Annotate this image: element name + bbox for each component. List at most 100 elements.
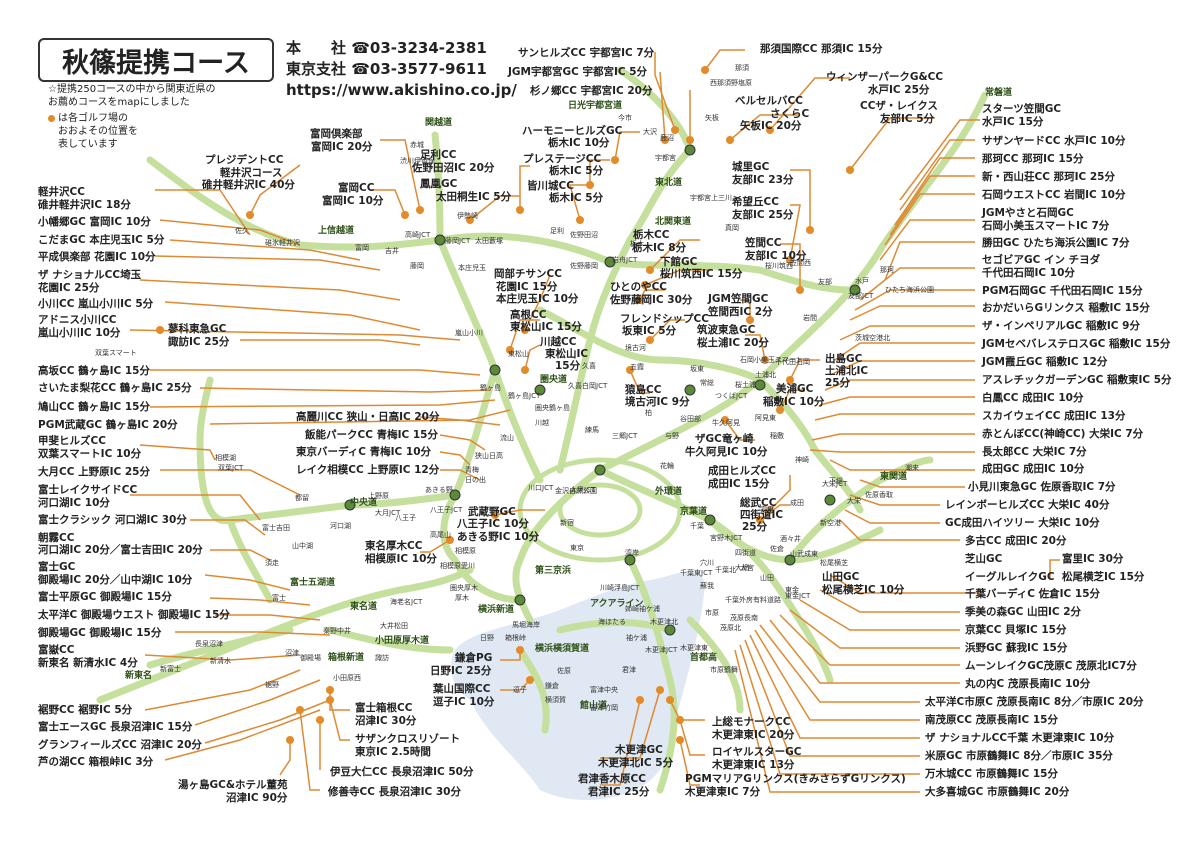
road-label: 横浜新道 (478, 603, 514, 615)
place-label: 牛久阿見 (712, 418, 740, 427)
place-label: 日の出 (465, 475, 486, 484)
place-label: 東金 (785, 585, 799, 594)
place-label: 新宿 (560, 518, 574, 527)
place-label: 相模原 (455, 546, 476, 555)
place-label: 富士 (272, 593, 286, 602)
tokyo-bay (450, 570, 705, 800)
place-label: 新空港 (820, 518, 841, 527)
place-label: 坂東 (690, 364, 704, 373)
place-label: 成田 (790, 498, 804, 507)
place-label: 厚木 (455, 593, 469, 602)
course-label: ひとのやCC (610, 281, 667, 293)
place-label: 伊勢崎 (457, 211, 478, 220)
road-label: 横浜横須賀道 (535, 642, 589, 654)
course-label: 佐野藤岡IC 30分 (609, 293, 693, 306)
road-label: 中央道 (350, 496, 377, 508)
course-label: 君津香木原CC (578, 772, 646, 785)
intro-note: ☆提携250コースの中から関東近県の お薦めコースをmapにしました (48, 83, 216, 109)
place-label: 金沢自然公園 (555, 486, 597, 495)
course-label: 美浦GC (776, 382, 814, 395)
place-label: 今市 (618, 113, 632, 122)
place-label: 潮来 (905, 463, 919, 472)
place-label: 宇都宮 (655, 153, 676, 162)
course-label: 鳩山CC 鶴ヶ島IC 15分 (38, 400, 150, 413)
course-label: 沼津IC 30分 (355, 714, 417, 727)
place-label: 佐久 (235, 226, 249, 235)
course-label: 高根CC (510, 308, 547, 321)
place-label: 矢板 (705, 113, 719, 122)
place-label: 栃木 (630, 239, 644, 248)
place-label: 境古河 (625, 343, 646, 352)
course-label: 長太郎CC 大栄IC 7分 (982, 445, 1087, 458)
course-label: 鎌倉PG (454, 651, 492, 664)
course-label: こだまGC 本庄児玉IC 5分 (38, 233, 165, 246)
course-label: 栃木CC (633, 228, 670, 241)
course-label: サンヒルズCC 宇都宮IC 7分 (518, 46, 655, 59)
course-label: 小幡郷GC 富岡IC 10分 (37, 215, 151, 228)
course-label: 裾野CC 裾野IC 5分 (38, 703, 133, 716)
place-label: 双葉スマート (95, 348, 137, 357)
course-label: 東名厚木CC (365, 539, 423, 552)
place-label: 久喜 (582, 361, 596, 370)
course-label: 米原GC 市原鶴舞IC 8分／市原IC 35分 (924, 749, 1113, 762)
place-label: 水戸 (855, 276, 869, 285)
place-label: 川越 (535, 418, 549, 427)
course-label: 白鳳CC 成田IC 10分 (982, 391, 1084, 404)
course-label: セゴビアGC イン チヨダ (982, 253, 1101, 266)
intro-line: お薦めコースをmapにしました (48, 97, 190, 108)
course-label: 猿島CC (624, 383, 662, 396)
hq-phone: ☎03-3234-2381 (351, 39, 487, 57)
course-label: 牛久阿見IC 10分 (685, 445, 768, 458)
place-label: 赤城 (410, 141, 424, 149)
place-label: 大井松田 (380, 621, 408, 630)
place-label: 秦野中井 (323, 626, 351, 635)
course-label: 木更津東IC 13分 (711, 758, 795, 771)
course-label: JGMやさと石岡GC (981, 207, 1074, 219)
course-label: 大多喜城GC 市原鶴舞IC 20分 (925, 785, 1070, 798)
course-label: 友部IC 5分 (879, 112, 935, 125)
place-label: 佐野田沼 (570, 230, 598, 239)
course-label: 日野IC 25分 (430, 664, 492, 677)
course-label: 高麗川CC 狭山・日高IC 20分 (296, 410, 440, 423)
course-label: 丸の内C 茂原長南IC 10分 (964, 677, 1091, 690)
course-label: 15分 (555, 359, 581, 372)
course-label: JGMセベバレステロスGC 稲敷IC 15分 (981, 337, 1171, 350)
place-label: 木更津東 (680, 643, 708, 652)
course-label: さいたま梨花CC 鶴ヶ島IC 25分 (38, 381, 192, 394)
course-label: プレステージCC (523, 152, 601, 165)
course-label: 花園IC 15分 (496, 280, 558, 293)
course-label: ザGC竜ヶ崎 (695, 432, 754, 445)
course-label: 東松山IC 15分 (510, 320, 582, 333)
place-label: 藤岡JCT (445, 236, 471, 245)
place-label: 箱根峠 (505, 633, 526, 642)
dot-legend-line: おおよその位置を (58, 126, 138, 137)
place-label: 三郷JCT (612, 431, 638, 440)
course-label: 千代田石岡IC 10分 (982, 266, 1075, 279)
course-label: 小見川東急GC 佐原香取IC 7分 (967, 480, 1116, 493)
road-label: 東北道 (655, 176, 682, 188)
road-label: 富士五湖道 (290, 576, 335, 588)
course-label: 25分 (825, 376, 851, 389)
course-label: 希望丘CC (731, 195, 779, 208)
course-label: PGMマリアGリンクス(きみさらずGリンクス) (685, 772, 906, 785)
course-label: 富岡CC (338, 181, 375, 194)
course-label: 坂東IC 5分 (622, 324, 677, 337)
place-label: 双葉JCT (218, 463, 244, 472)
road-label: 日光宇都宮道 (568, 99, 622, 111)
place-label: 松尾横芝 (820, 558, 848, 567)
course-label: 富岡倶楽部 (310, 127, 363, 140)
course-label: 那珂CC 那珂IC 15分 (982, 152, 1084, 165)
road-label: 新東名 (125, 669, 152, 681)
course-label: 境古河IC 9分 (625, 395, 690, 408)
place-label: 那珂 (880, 266, 894, 274)
place-label: 阿見東 (755, 413, 776, 422)
course-label: 友部IC 23分 (731, 173, 794, 186)
course-label: JGM笠間GC (707, 292, 769, 305)
course-label: レイク相模CC 上野原IC 12分 (296, 463, 440, 476)
place-label: 東松山 (508, 349, 529, 358)
place-label: 渋川伊香保 (400, 156, 435, 165)
place-label: 桜川筑西 (765, 261, 793, 270)
place-label: 宮野木JCT (710, 533, 743, 542)
place-label: 日野 (480, 634, 494, 642)
website-link[interactable]: https://www.akishino.co.jp/ (286, 81, 517, 99)
